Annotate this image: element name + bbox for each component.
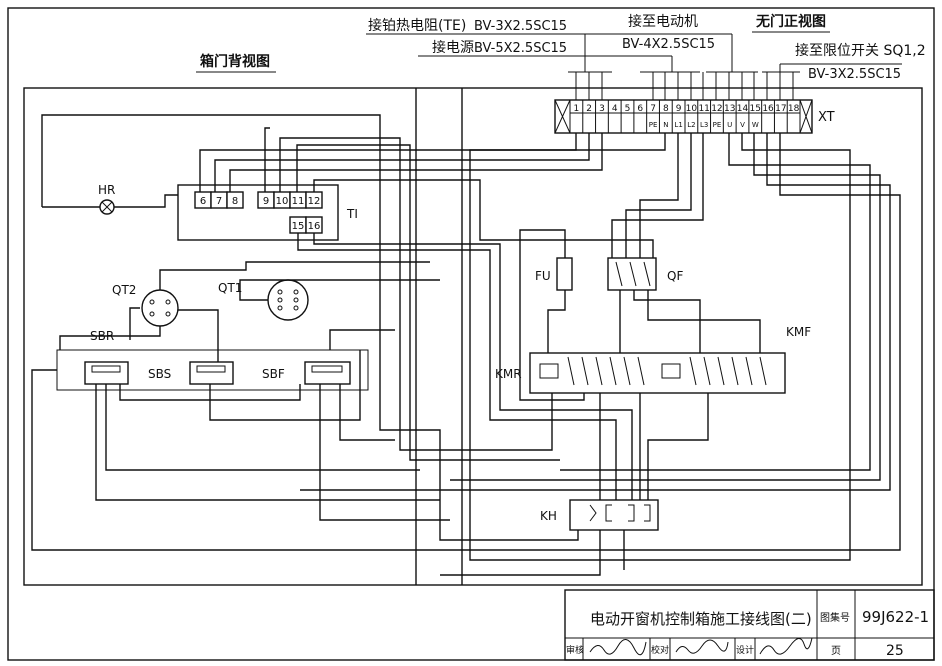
label-te: 接铂热电阻(TE) bbox=[368, 17, 466, 34]
switch-qt2: QT2 bbox=[112, 283, 179, 327]
kmf-label: KMF bbox=[786, 325, 811, 339]
xt-terminal-number: 15 bbox=[750, 104, 761, 114]
xt-terminal-number: 11 bbox=[698, 104, 709, 114]
indicator-lamp-hr: HR bbox=[42, 183, 178, 215]
ti-terminal-number: 11 bbox=[292, 196, 305, 207]
label-motor-cable: BV-4X2.5SC15 bbox=[622, 37, 715, 52]
xt-terminal-number: 18 bbox=[788, 104, 800, 114]
label-power-cable: BV-5X2.5SC15 bbox=[474, 41, 567, 56]
xt-terminal-number: 13 bbox=[724, 104, 735, 114]
xt-terminal-signal: N bbox=[663, 121, 668, 129]
ti-terminal bbox=[226, 191, 244, 209]
qt1-label: QT1 bbox=[218, 281, 242, 295]
xt-terminal-signal: W bbox=[752, 121, 759, 129]
xt-terminal-number: 2 bbox=[586, 104, 592, 114]
review-label: 审核 bbox=[566, 644, 584, 656]
xt-terminal-signal: L1 bbox=[674, 121, 682, 129]
xt-terminal-number: 14 bbox=[737, 104, 749, 114]
back-view-title: 箱门背视图 bbox=[200, 53, 270, 70]
sbs-label: SBS bbox=[148, 367, 171, 381]
xt-terminal-number: 4 bbox=[612, 104, 618, 114]
kmr-label: KMR bbox=[495, 367, 522, 381]
xt-terminal-number: 9 bbox=[676, 104, 682, 114]
xt-terminal-number: 10 bbox=[686, 104, 698, 114]
hr-label: HR bbox=[98, 183, 115, 197]
label-te-cable: BV-3X2.5SC15 bbox=[474, 19, 567, 34]
check-signature bbox=[675, 639, 729, 654]
ti-terminal-number: 16 bbox=[308, 221, 321, 232]
fuse-fu: FU bbox=[535, 257, 573, 291]
page-label: 页 bbox=[831, 645, 841, 657]
ti-label: TI bbox=[346, 207, 358, 221]
drawing-title: 电动开窗机控制箱施工接线图(二) bbox=[590, 610, 812, 628]
xt-label: XT bbox=[818, 110, 835, 125]
xt-terminal-signal: PE bbox=[649, 121, 658, 129]
push-buttons: SBR SBS SBF bbox=[56, 329, 369, 391]
label-limit-cable: BV-3X2.5SC15 bbox=[808, 67, 901, 82]
xt-terminal-signal: V bbox=[740, 121, 745, 129]
xt-terminal-number: 17 bbox=[775, 104, 786, 114]
xt-terminal-number: 12 bbox=[711, 104, 722, 114]
wiring bbox=[31, 114, 901, 576]
ti-terminal-number: 12 bbox=[308, 196, 321, 207]
thermal-relay-kh: KH bbox=[540, 499, 659, 531]
atlas-number: 99J622-1 bbox=[862, 608, 929, 626]
qt2-label: QT2 bbox=[112, 283, 136, 297]
ti-terminal-number: 8 bbox=[232, 196, 238, 207]
xt-terminal-number: 16 bbox=[762, 104, 774, 114]
xt-terminal-number: 1 bbox=[574, 104, 580, 114]
label-power: 接电源 bbox=[432, 39, 474, 56]
design-label: 设计 bbox=[736, 644, 754, 656]
xt-terminal-number: 5 bbox=[625, 104, 631, 114]
breaker-qf: QF bbox=[607, 257, 683, 291]
label-motor: 接至电动机 bbox=[628, 13, 698, 30]
xt-terminal-number: 6 bbox=[637, 104, 643, 114]
title-block: 电动开窗机控制箱施工接线图(二) 图集号 99J622-1 审核 校对 设计 页… bbox=[564, 589, 935, 661]
xt-terminal-number: 7 bbox=[650, 104, 656, 114]
top-labels: 接铂热电阻(TE) BV-3X2.5SC15 接电源 BV-5X2.5SC15 … bbox=[196, 13, 926, 100]
check-label: 校对 bbox=[651, 644, 669, 656]
label-limit: 接至限位开关 SQ1,2 bbox=[795, 42, 926, 59]
page-number: 25 bbox=[886, 643, 904, 659]
xt-terminal-signal: PE bbox=[713, 121, 722, 129]
ti-terminal-number: 9 bbox=[263, 196, 269, 207]
ti-terminal-number: 10 bbox=[276, 196, 289, 207]
xt-terminal-signal: L2 bbox=[687, 121, 695, 129]
kh-label: KH bbox=[540, 509, 557, 523]
design-signature bbox=[759, 637, 813, 655]
ti-terminal-number: 6 bbox=[200, 196, 206, 207]
fu-label: FU bbox=[535, 269, 551, 283]
xt-terminal-signal: U bbox=[727, 121, 732, 129]
label-front-view: 无门正视图 bbox=[755, 13, 826, 30]
atlas-label: 图集号 bbox=[820, 611, 850, 624]
xt-terminal-number: 3 bbox=[599, 104, 605, 114]
review-signature bbox=[589, 639, 647, 656]
ti-terminal-number: 15 bbox=[292, 221, 305, 232]
ti-terminal-number: 7 bbox=[216, 196, 222, 207]
contactors-kmr-kmf: KMR KMF bbox=[495, 325, 811, 394]
sbf-label: SBF bbox=[262, 367, 285, 381]
xt-terminal-number: 8 bbox=[663, 104, 669, 114]
sheet-frame bbox=[7, 7, 935, 661]
xt-terminal-signal: L3 bbox=[700, 121, 708, 129]
enclosure-outline bbox=[23, 87, 923, 586]
qf-label: QF bbox=[667, 269, 683, 283]
